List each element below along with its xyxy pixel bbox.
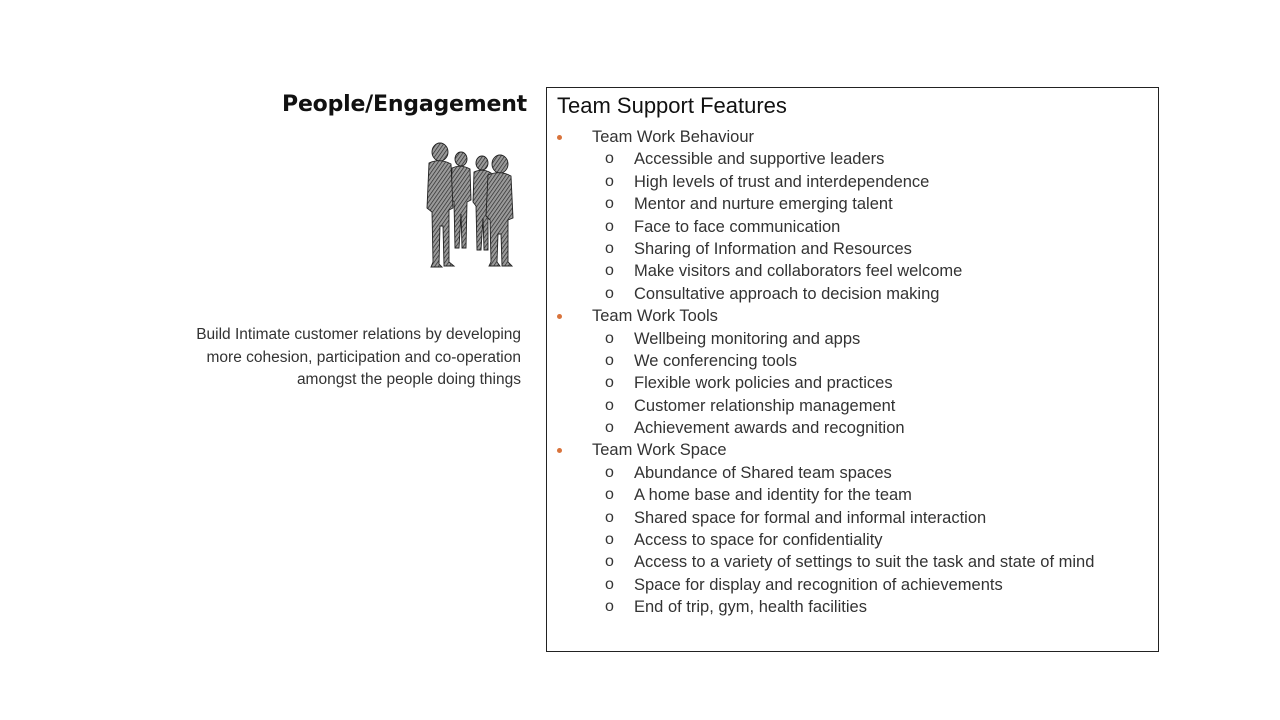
list-item-label: Abundance of Shared team spaces — [634, 463, 892, 482]
list-item-label: Space for display and recognition of ach… — [634, 575, 1003, 594]
bullet-dot-icon — [557, 448, 562, 454]
section-heading-label: Team Work Space — [592, 441, 727, 460]
list-item-label: High levels of trust and interdependence — [634, 172, 930, 191]
circle-bullet-icon: o — [605, 262, 614, 280]
circle-bullet-icon: o — [605, 351, 614, 369]
list-item: o A home base and identity for the team — [547, 484, 1158, 506]
list-item-label: Mentor and nurture emerging talent — [634, 195, 893, 214]
list-item: o Abundance of Shared team spaces — [547, 462, 1158, 484]
list-item-label: Access to a variety of settings to suit … — [634, 553, 1095, 572]
list-item: o High levels of trust and interdependenc… — [547, 171, 1158, 193]
circle-bullet-icon: o — [605, 396, 614, 414]
list-item: o Shared space for formal and informal in… — [547, 507, 1158, 529]
people-group-icon — [426, 142, 514, 268]
list-item-label: Wellbeing monitoring and apps — [634, 329, 861, 348]
bullet-dot-icon — [557, 135, 562, 140]
list-item-label: A home base and identity for the team — [634, 486, 912, 505]
list-item-label: Customer relationship management — [634, 396, 896, 415]
list-item: o Make visitors and collaborators feel we… — [547, 260, 1158, 282]
features-panel: Team Support Features Team Work Behaviou… — [546, 87, 1159, 652]
list-item: o Access to a variety of settings to suit… — [547, 551, 1158, 573]
list-item: o Mentor and nurture emerging talent — [547, 193, 1158, 215]
list-item-label: Accessible and supportive leaders — [634, 150, 885, 169]
section-items: o Wellbeing monitoring and apps o We confer… — [547, 328, 1158, 440]
list-item-label: Flexible work policies and practices — [634, 374, 893, 393]
list-item: o Sharing of Information and Resources — [547, 238, 1158, 260]
circle-bullet-icon: o — [605, 374, 614, 392]
list-item: o Space for display and recognition of ac… — [547, 574, 1158, 596]
circle-bullet-icon: o — [605, 486, 614, 504]
section-heading-label: Team Work Tools — [592, 307, 718, 326]
section-heading: Team Work Behaviour — [547, 126, 1158, 148]
circle-bullet-icon: o — [605, 284, 614, 302]
list-item: o Achievement awards and recognition — [547, 417, 1158, 439]
circle-bullet-icon: o — [605, 195, 614, 213]
bullet-dot-icon — [557, 314, 562, 320]
circle-bullet-icon: o — [605, 329, 614, 347]
list-item-label: Achievement awards and recognition — [634, 419, 905, 438]
list-item-label: Make visitors and collaborators feel wel… — [634, 262, 963, 281]
list-item-label: Shared space for formal and informal int… — [634, 508, 987, 527]
list-item-label: Face to face communication — [634, 217, 841, 236]
circle-bullet-icon: o — [605, 575, 614, 593]
section-heading-label: Team Work Behaviour — [592, 128, 755, 146]
list-item-label: Consultative approach to decision making — [634, 284, 940, 303]
list-item-label: End of trip, gym, health facilities — [634, 598, 867, 617]
list-item: o Wellbeing monitoring and apps — [547, 328, 1158, 350]
list-item-label: Sharing of Information and Resources — [634, 239, 912, 258]
list-item: o End of trip, gym, health facilities — [547, 596, 1158, 618]
circle-bullet-icon: o — [605, 508, 614, 526]
list-item: o Access to space for confidentiality — [547, 529, 1158, 551]
circle-bullet-icon: o — [605, 172, 614, 190]
section-title: People/Engagement — [282, 92, 527, 117]
list-item-label: Access to space for confidentiality — [634, 531, 883, 550]
section-heading: Team Work Space — [547, 439, 1158, 461]
section-heading: Team Work Tools — [547, 305, 1158, 327]
feature-sections: Team Work Behaviour o Accessible and suppo… — [547, 126, 1158, 619]
circle-bullet-icon: o — [605, 419, 614, 437]
circle-bullet-icon: o — [605, 239, 614, 257]
list-item-label: We conferencing tools — [634, 351, 797, 370]
list-item: o Face to face communication — [547, 216, 1158, 238]
circle-bullet-icon: o — [605, 531, 614, 549]
section-description: Build Intimate customer relations by dev… — [196, 326, 521, 388]
list-item: o Flexible work policies and practices — [547, 372, 1158, 394]
circle-bullet-icon: o — [605, 217, 614, 235]
circle-bullet-icon: o — [605, 463, 614, 481]
list-item: o We conferencing tools — [547, 350, 1158, 372]
section-items: o Abundance of Shared team spaces o A home … — [547, 462, 1158, 619]
list-item: o Consultative approach to decision makin… — [547, 283, 1158, 305]
feature-section: Team Work Space o Abundance of Shared team… — [547, 439, 1158, 618]
list-item: o Customer relationship management — [547, 395, 1158, 417]
circle-bullet-icon: o — [605, 150, 614, 168]
panel-title: Team Support Features — [557, 93, 787, 118]
feature-section: Team Work Tools o Wellbeing monitoring and… — [547, 305, 1158, 439]
list-item: o Accessible and supportive leaders — [547, 148, 1158, 170]
feature-section: Team Work Behaviour o Accessible and suppo… — [547, 126, 1158, 305]
circle-bullet-icon: o — [605, 553, 614, 571]
circle-bullet-icon: o — [605, 598, 614, 616]
